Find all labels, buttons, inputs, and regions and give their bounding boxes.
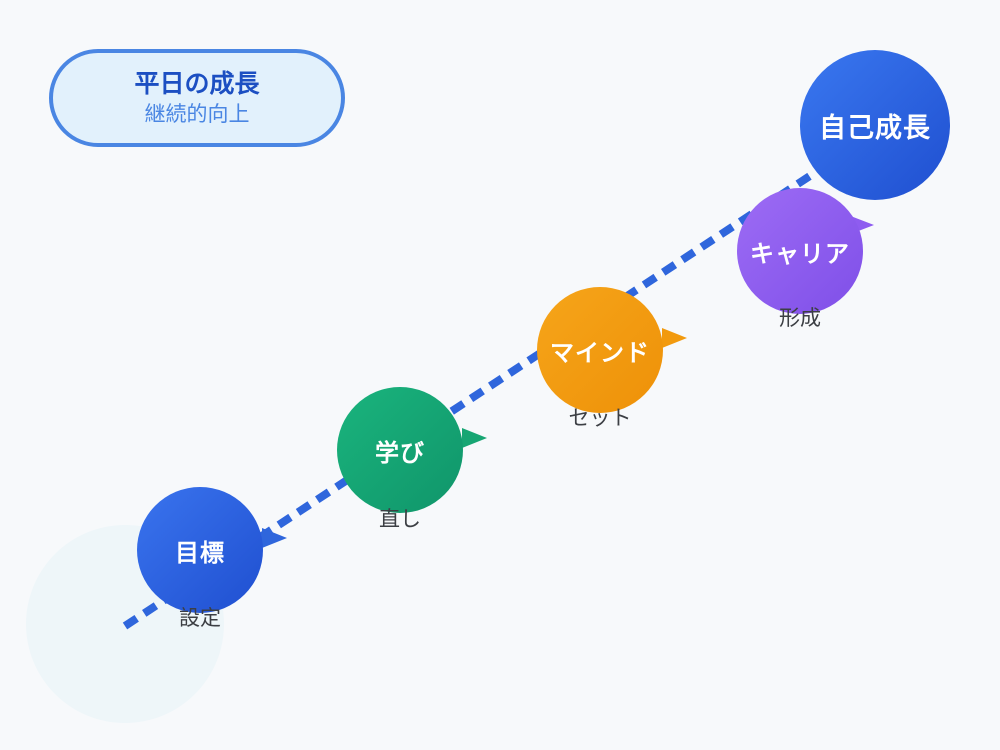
title-sub: 継続的向上 [144, 102, 250, 126]
goal-node-self-growth: 自己成長 [800, 50, 950, 200]
step-caption: 形成 [779, 306, 821, 330]
step-node-mindset: マインド [537, 287, 663, 413]
arrow-head-1 [262, 528, 287, 548]
step-node-goal-setting: 目標 [137, 487, 263, 613]
step-caption: セット [568, 406, 632, 430]
step-label: キャリア [750, 239, 850, 268]
step-label: 学び [375, 438, 425, 467]
step-node-learning: 学び [337, 387, 463, 513]
arrow-head-3 [662, 328, 687, 348]
goal-label: 自己成長 [819, 112, 931, 144]
step-node-career: キャリア [737, 188, 863, 314]
step-label: マインド [550, 338, 650, 367]
step-caption: 直し [379, 507, 421, 531]
step-caption: 設定 [179, 606, 221, 630]
arrow-head-2 [462, 428, 487, 448]
step-label: 目標 [175, 538, 225, 567]
title-main: 平日の成長 [134, 69, 260, 98]
title-badge: 平日の成長 継続的向上 [49, 49, 345, 147]
